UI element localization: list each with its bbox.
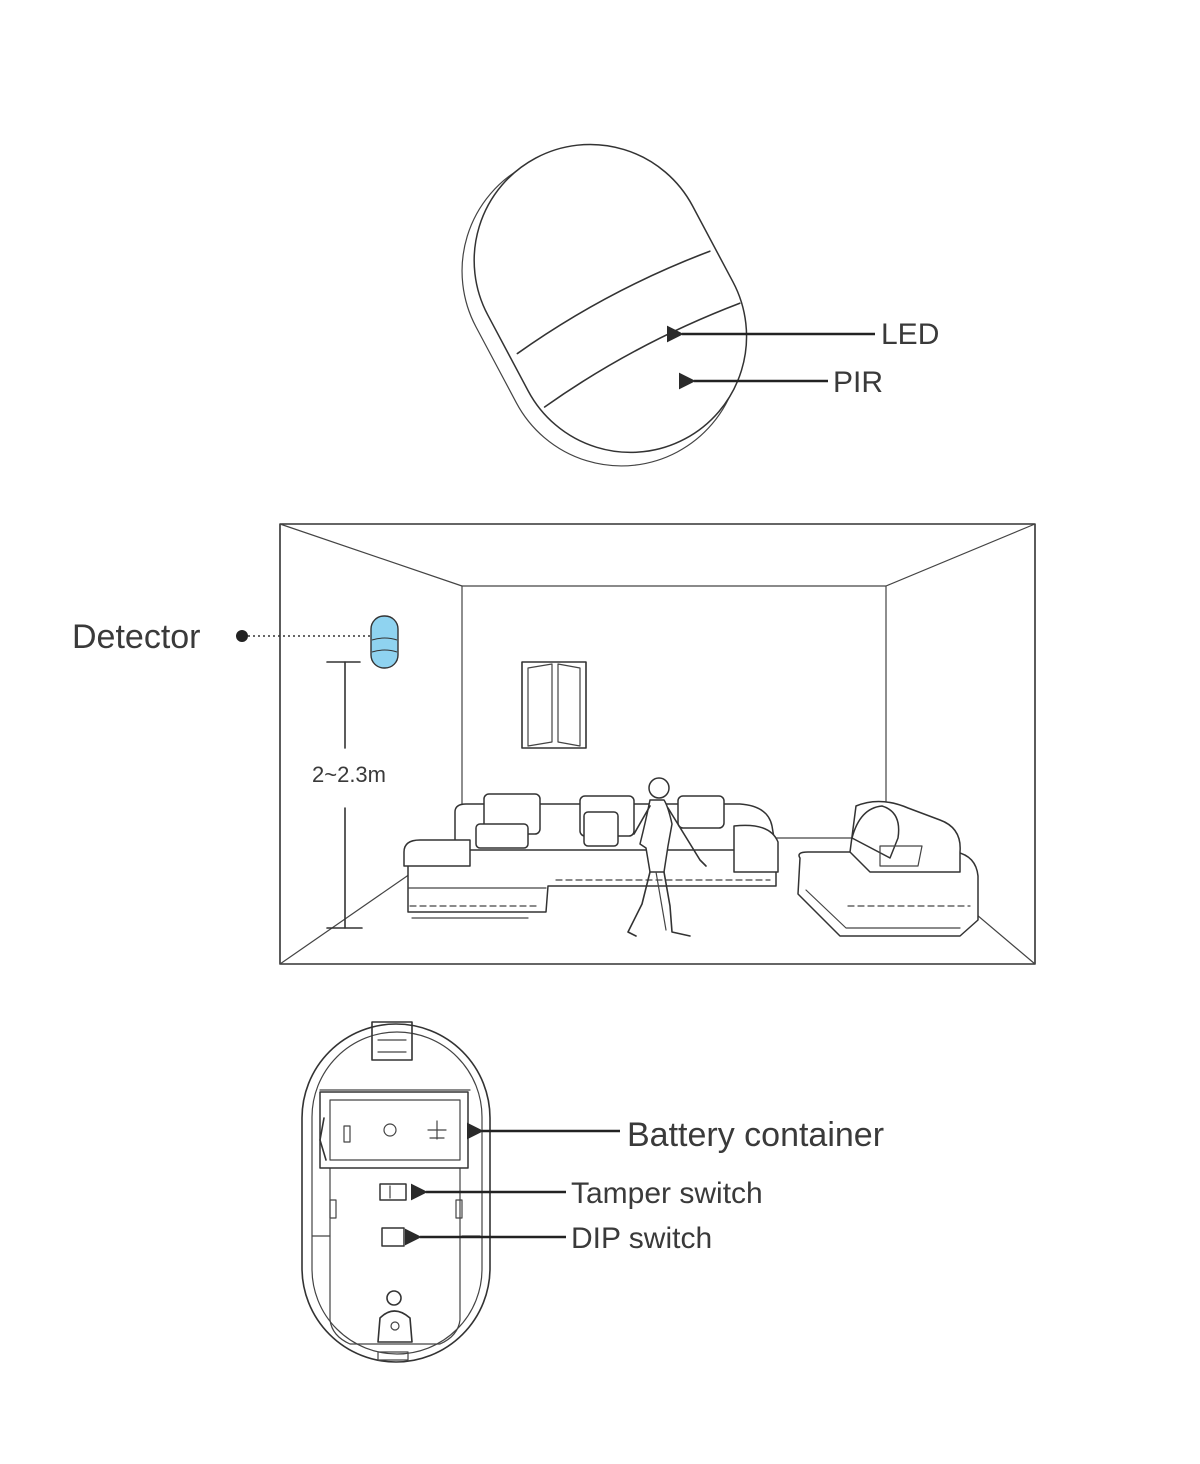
pir-label: PIR	[833, 366, 883, 399]
sectional-sofa	[403, 793, 779, 919]
top-latch	[371, 1021, 413, 1061]
detector-label: Detector	[72, 618, 201, 656]
tamper-switch-label: Tamper switch	[571, 1177, 763, 1210]
detector-front-view: LED PIR	[461, 143, 939, 467]
dip-switch-label: DIP switch	[571, 1222, 712, 1255]
ceiling-edge-right	[885, 523, 1036, 587]
window	[521, 661, 587, 749]
ceiling-edge-left	[279, 523, 463, 587]
height-label: 2~2.3m	[312, 762, 386, 787]
led-label: LED	[881, 318, 939, 351]
side-sofa	[797, 800, 979, 937]
detector-inside-view: Battery container Tamper switch DIP swit…	[301, 1021, 884, 1363]
battery-container-label: Battery container	[627, 1116, 884, 1154]
battery-container	[319, 1091, 469, 1169]
dip-switch	[381, 1227, 405, 1247]
wall-detector	[370, 615, 399, 669]
screw-hole	[386, 1290, 402, 1306]
led-window-edge	[516, 250, 711, 355]
pir-window-edge	[543, 302, 741, 408]
detector-body	[473, 143, 748, 454]
tamper-switch	[379, 1183, 407, 1201]
detector-callout-dot	[236, 630, 248, 642]
bottom-mount	[377, 1310, 413, 1343]
walking-person	[627, 777, 707, 937]
room-scene: Detector 2~2.3m	[72, 523, 1036, 965]
room-frame	[279, 523, 1036, 965]
